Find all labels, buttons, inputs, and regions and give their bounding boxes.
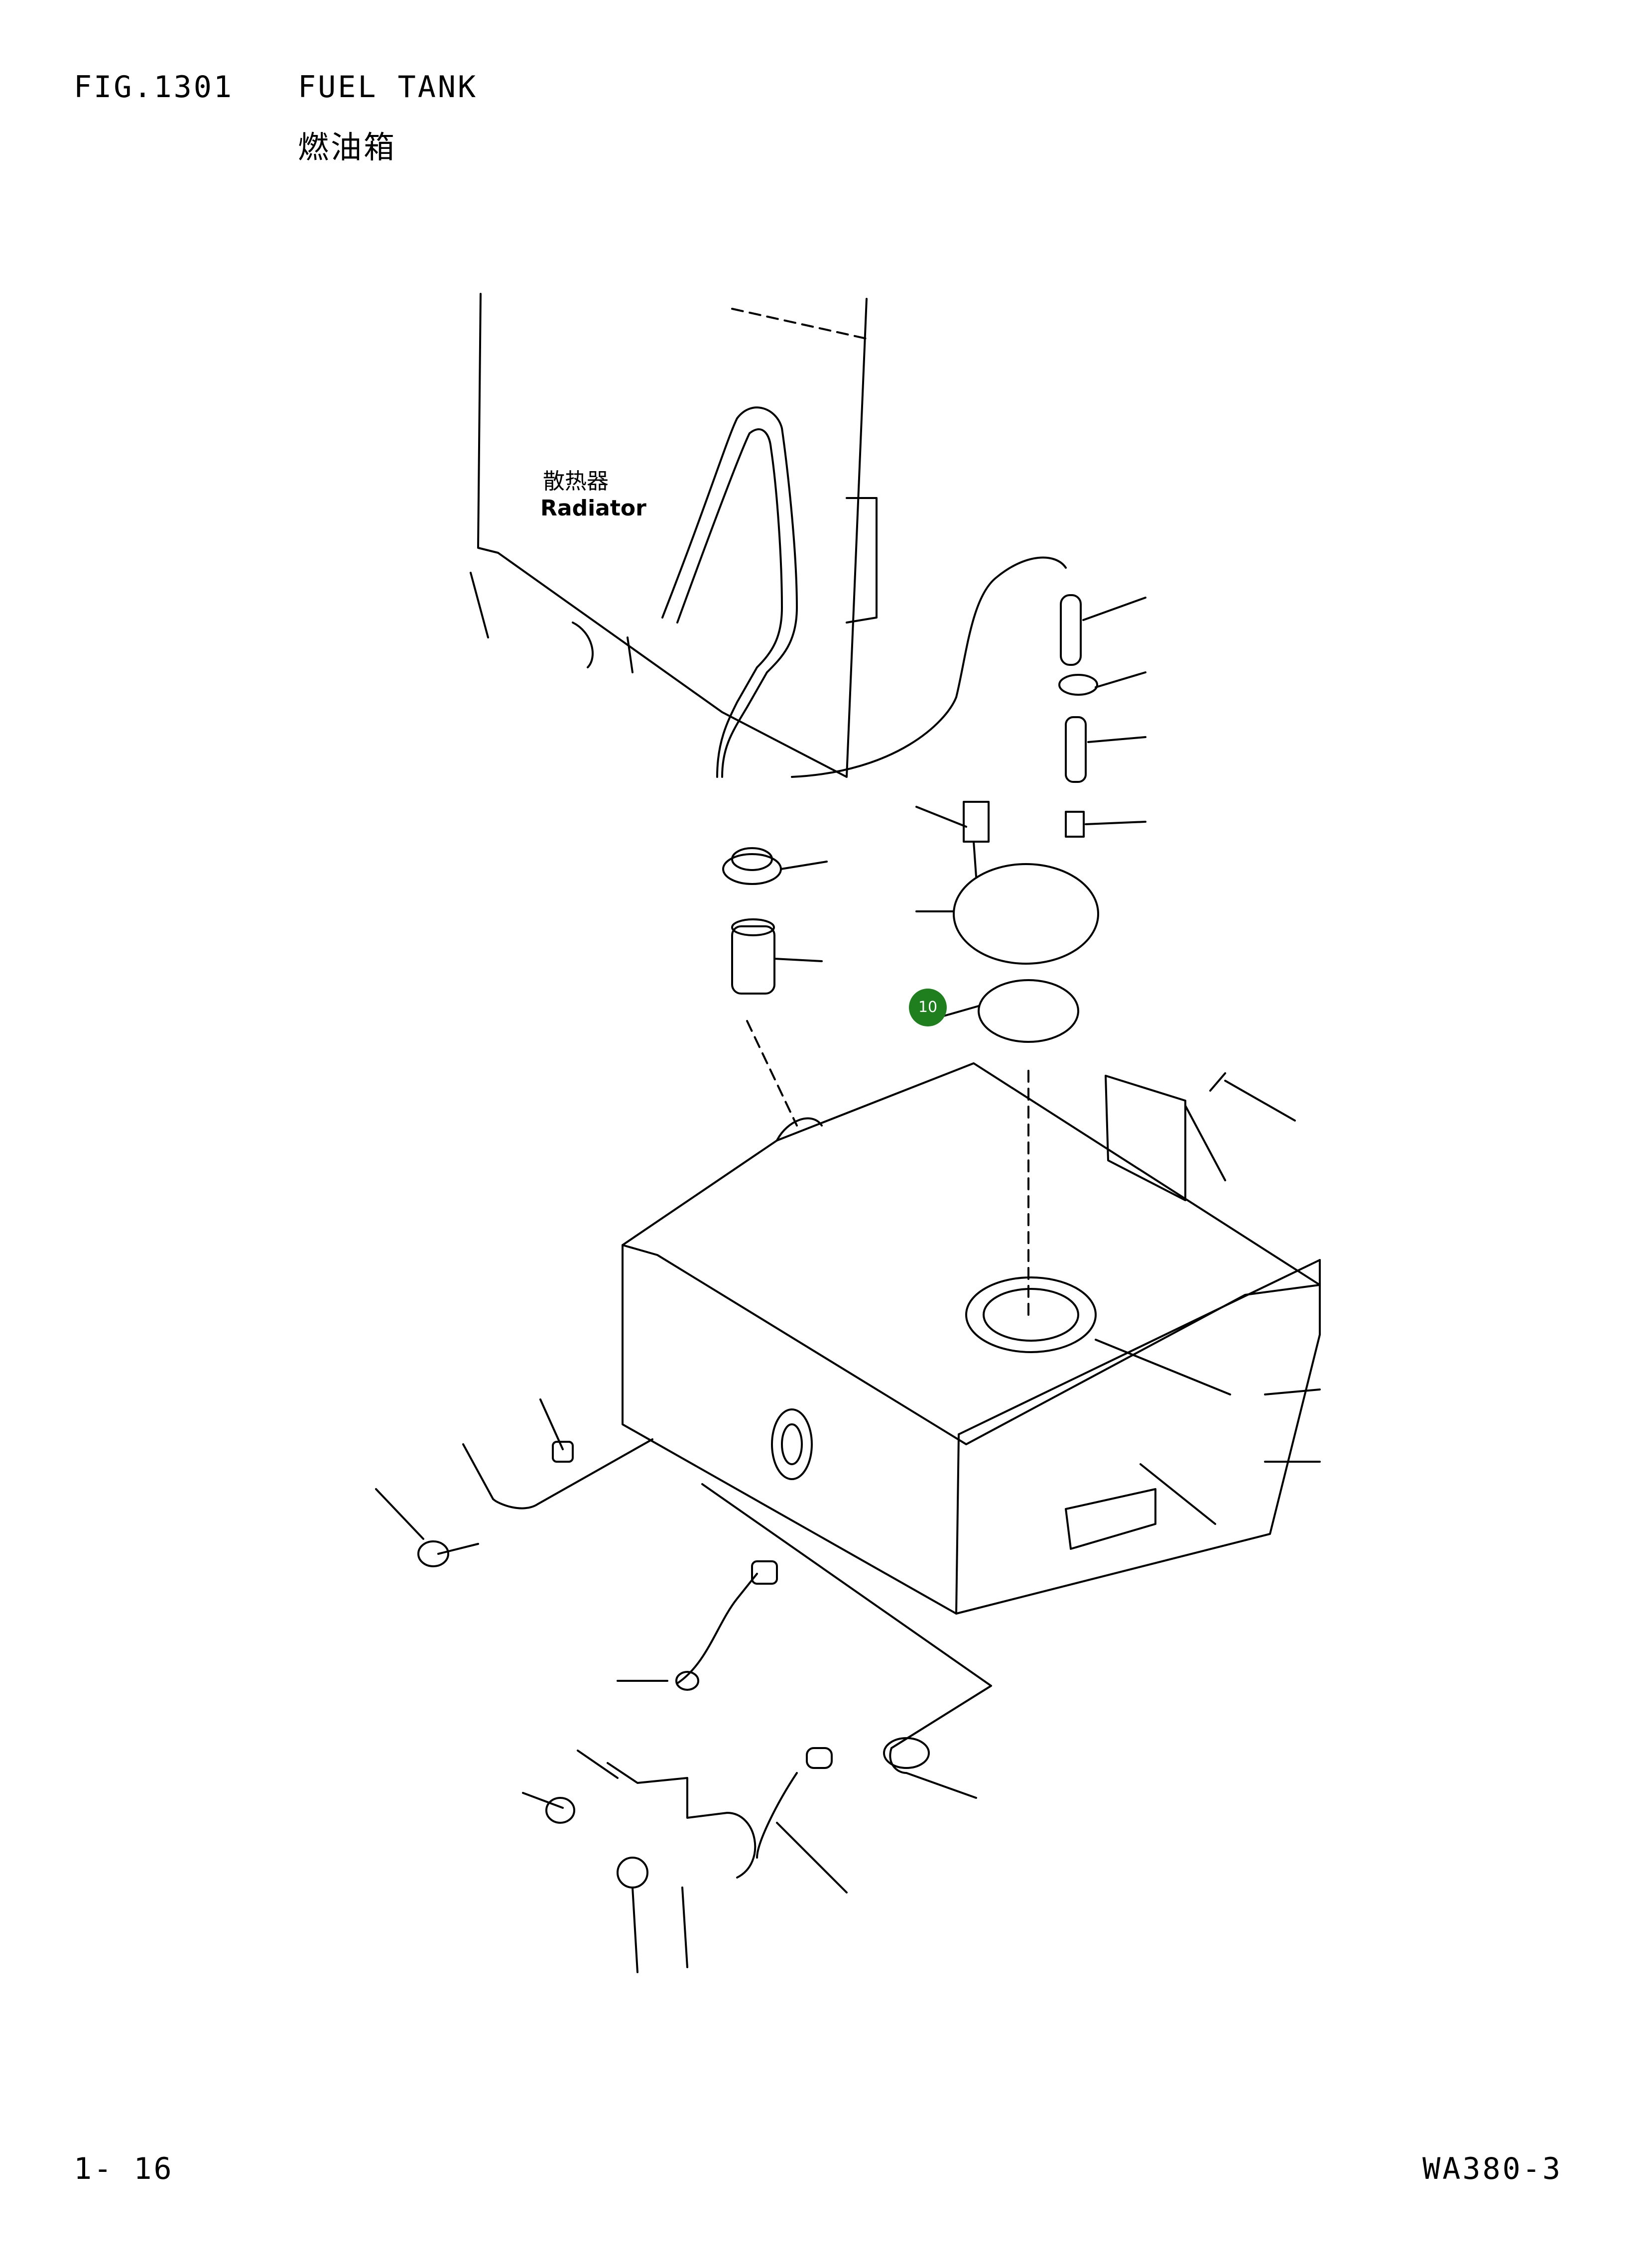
radiator bbox=[470, 293, 878, 778]
breather-parts bbox=[1058, 594, 1146, 838]
radiator-label-chinese: 散热器 bbox=[543, 469, 609, 494]
radiator-label: Radiator bbox=[540, 496, 646, 521]
callout-item-10[interactable]: 10 bbox=[909, 989, 947, 1026]
figure-number: FIG.1301 bbox=[74, 70, 234, 105]
filler-cap-and-neck bbox=[722, 847, 828, 1127]
o-ring bbox=[943, 979, 1079, 1316]
fuel-tank bbox=[622, 1062, 1321, 1615]
cover-plate bbox=[915, 801, 1099, 965]
leader-lines bbox=[375, 1072, 1321, 1973]
model-number: WA380-3 bbox=[1422, 2151, 1562, 2186]
figure-title: FUEL TANK bbox=[298, 70, 478, 105]
radiator-hose bbox=[661, 406, 1067, 778]
figure-title-chinese: 燃油箱 bbox=[298, 129, 397, 165]
page-number: 1- 16 bbox=[74, 2151, 174, 2186]
hardware-bolts bbox=[417, 1441, 930, 1889]
